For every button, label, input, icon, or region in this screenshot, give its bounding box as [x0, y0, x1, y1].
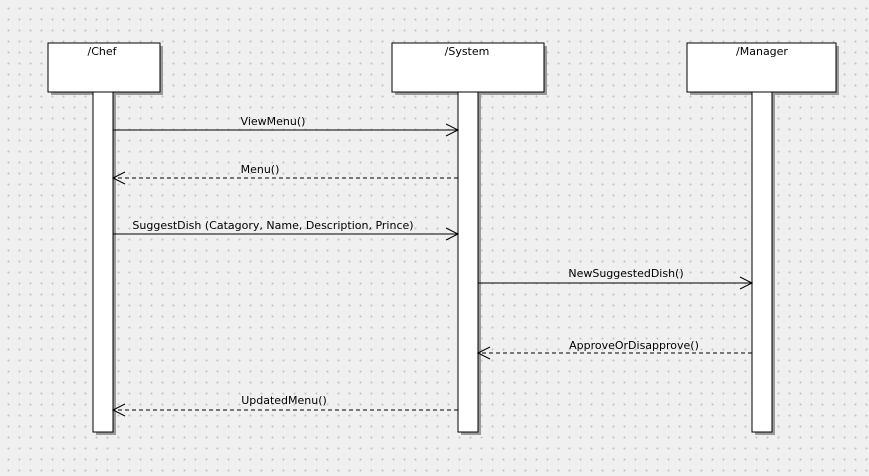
lifeline-manager-label: /Manager — [736, 45, 788, 58]
activation-bar-system[interactable] — [457, 91, 479, 433]
activation-bar-chef[interactable] — [92, 91, 114, 433]
message-suggest-dish[interactable]: SuggestDish (Catagory, Name, Description… — [113, 219, 460, 241]
message-new-suggested-dish[interactable]: NewSuggestedDish() — [478, 267, 754, 290]
message-view-menu-label: ViewMenu() — [241, 115, 306, 128]
lifeline-chef-label: /Chef — [88, 45, 118, 58]
message-view-menu[interactable]: ViewMenu() — [113, 115, 460, 137]
message-suggest-dish-label: SuggestDish (Catagory, Name, Description… — [132, 219, 413, 232]
message-menu-return-label: Menu() — [241, 163, 280, 176]
message-approve-or-disapprove[interactable]: ApproveOrDisapprove() — [476, 339, 752, 360]
lifeline-manager-head[interactable] — [686, 42, 837, 93]
lifeline-system-head[interactable] — [391, 42, 545, 93]
message-updated-menu-label: UpdatedMenu() — [241, 394, 327, 407]
lifeline-system-label: /System — [445, 45, 490, 58]
message-approve-or-disapprove-label: ApproveOrDisapprove() — [569, 339, 699, 352]
message-new-suggested-dish-label: NewSuggestedDish() — [568, 267, 683, 280]
message-menu-return[interactable]: Menu() — [111, 163, 458, 185]
message-updated-menu[interactable]: UpdatedMenu() — [111, 394, 458, 417]
lifeline-system[interactable]: /System — [391, 42, 547, 435]
lifeline-manager[interactable]: /Manager — [686, 42, 839, 435]
lifeline-chef-head[interactable] — [47, 42, 161, 93]
lifeline-chef[interactable]: /Chef — [47, 42, 163, 435]
activation-bar-manager[interactable] — [751, 91, 773, 433]
